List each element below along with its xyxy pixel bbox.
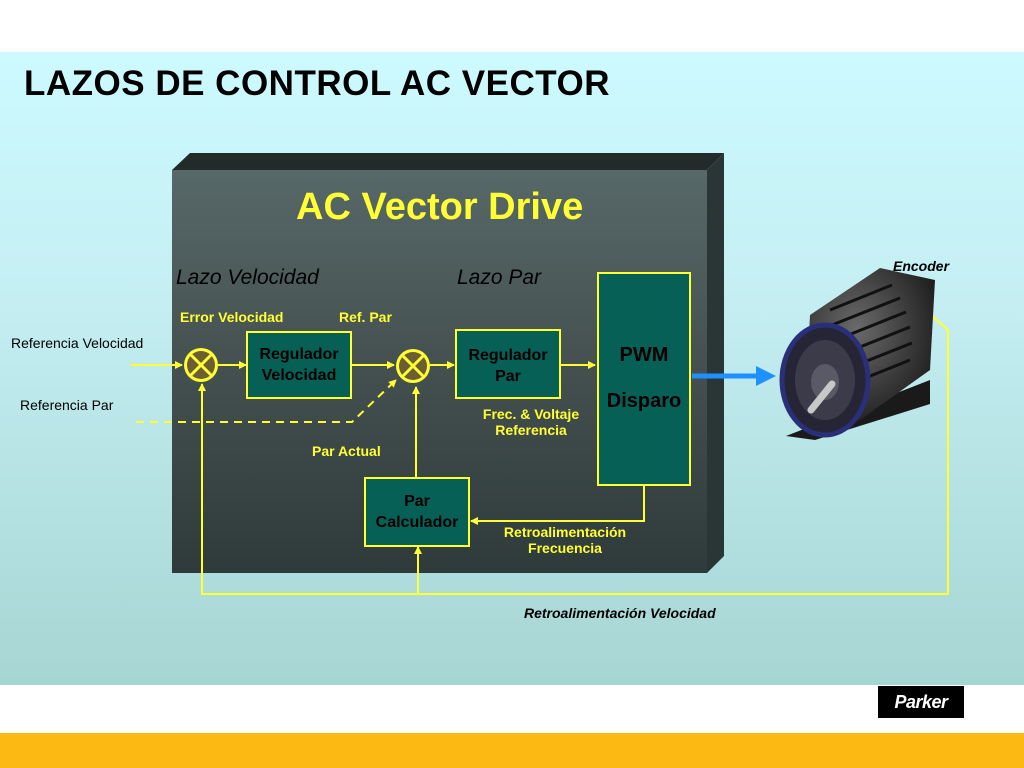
freq-feedback-line2: Frecuencia <box>528 540 602 556</box>
pwm-block: PWM Disparo <box>597 272 691 486</box>
torque-regulator-line2: Par <box>495 368 521 385</box>
torque-ref-dashed <box>136 379 397 423</box>
speed-feedback-line <box>198 313 949 595</box>
drive-title: AC Vector Drive <box>296 186 584 228</box>
freq-voltage-ref-label: Frec. & Voltaje Referencia <box>466 406 596 438</box>
pwm-line1: PWM <box>619 344 669 366</box>
speed-error-label: Error Velocidad <box>180 309 284 325</box>
actual-torque-label: Par Actual <box>312 443 381 459</box>
torque-ref-label: Ref. Par <box>339 309 392 325</box>
torque-calculator-block: Par Calculador <box>364 477 470 547</box>
torque-loop-label: Lazo Par <box>457 266 542 289</box>
drive-top-face <box>172 153 724 170</box>
torque-regulator-block: Regulador Par <box>455 329 561 399</box>
footer-area <box>0 685 1024 733</box>
speed-regulator-block: Regulador Velocidad <box>246 331 352 399</box>
torque-reference-label: Referencia Par <box>20 397 114 413</box>
footer-bar <box>0 733 1024 768</box>
encoder-label: Encoder <box>893 258 950 274</box>
freq-feedback-label: Retroalimentación Frecuencia <box>484 524 646 556</box>
pwm-line2: Disparo <box>606 390 682 412</box>
torque-calculator-line2: Calculador <box>375 514 459 531</box>
speed-loop-label: Lazo Velocidad <box>176 266 319 289</box>
torque-regulator-line1: Regulador <box>468 347 548 364</box>
freq-voltage-ref-line1: Frec. & Voltaje <box>482 406 580 422</box>
top-strip <box>0 0 1024 52</box>
freq-feedback-line <box>470 486 645 525</box>
drive-side-face <box>707 153 724 573</box>
motor-icon <box>779 268 935 440</box>
freq-voltage-ref-line2: Referencia <box>495 422 567 438</box>
speed-feedback-label: Retroalimentación Velocidad <box>524 605 716 621</box>
page-title: LAZOS DE CONTROL AC VECTOR <box>24 64 610 103</box>
speed-regulator-line2: Velocidad <box>261 367 337 384</box>
speed-reference-label: Referencia Velocidad <box>11 335 144 351</box>
freq-feedback-line1: Retroalimentación <box>503 524 627 540</box>
torque-calculator-line1: Par <box>404 493 430 510</box>
parker-logo: Parker <box>878 686 964 718</box>
speed-regulator-line1: Regulador <box>259 346 339 363</box>
